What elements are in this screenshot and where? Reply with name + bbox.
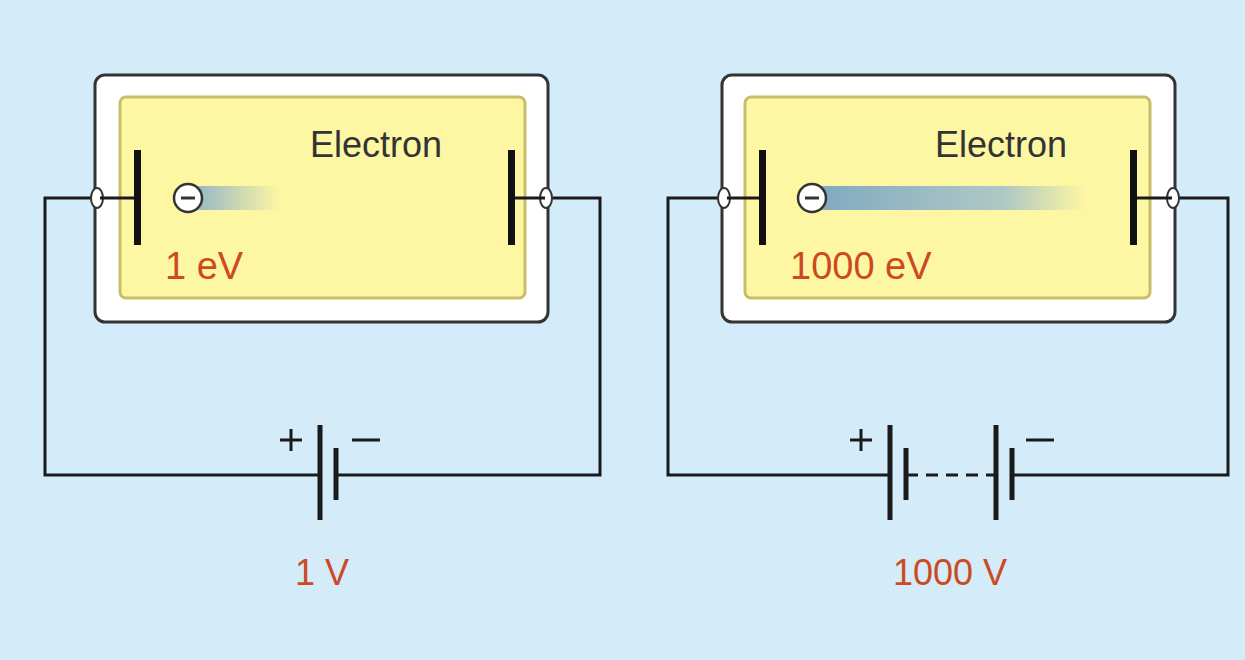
tube-housing: [722, 75, 1175, 322]
tube-interior: [120, 97, 525, 298]
vacuum-tube: Electron 1000 eV: [745, 97, 1150, 298]
voltage-label: 1000 V: [893, 555, 1007, 591]
particle-label: Electron: [310, 127, 442, 163]
electron-trail: [190, 186, 280, 210]
particle-label: Electron: [935, 127, 1067, 163]
tube-interior: [745, 97, 1150, 298]
tube-housing: [95, 75, 548, 322]
electrode-plate: [134, 150, 1137, 245]
energy-label: 1000 eV: [790, 247, 932, 285]
electron: [174, 184, 826, 212]
energy-label: 1 eV: [165, 247, 243, 285]
battery-symbol: [320, 425, 1012, 520]
polarity-sign: [280, 429, 1054, 451]
electron-trail: [815, 186, 1085, 210]
voltage-label: 1 V: [295, 555, 349, 591]
vacuum-tube: Electron 1 eV: [120, 97, 525, 298]
